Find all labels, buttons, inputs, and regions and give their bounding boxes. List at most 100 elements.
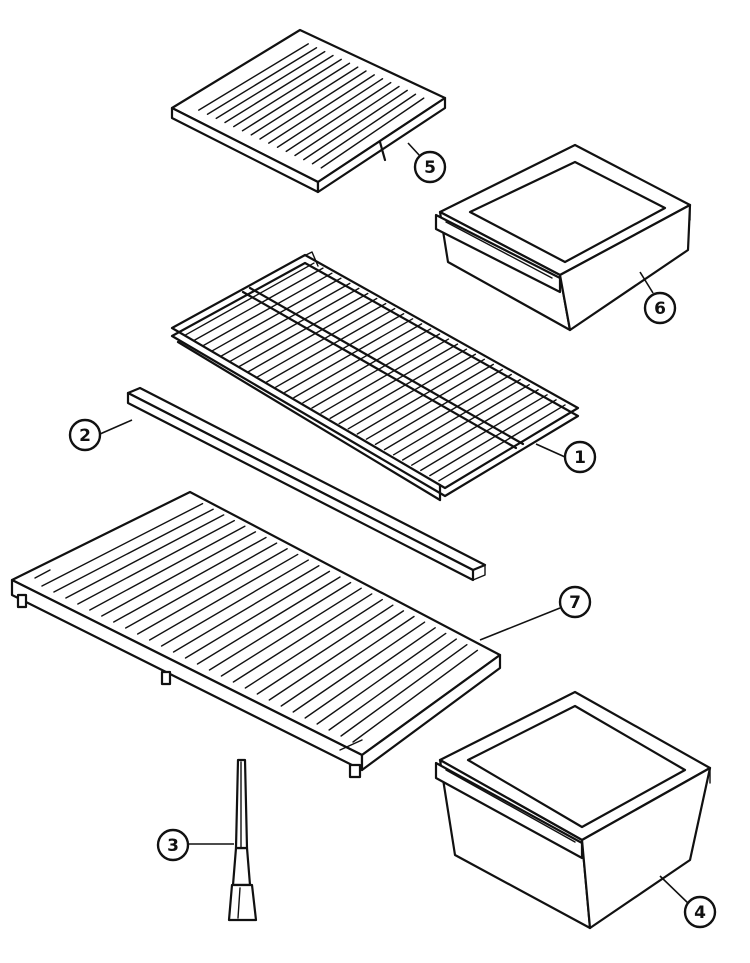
upper-shelf-rib [198, 43, 309, 111]
wire-shelf-rod [383, 373, 512, 451]
callout-6: 6 [643, 291, 677, 325]
wire-shelf-rods [184, 262, 566, 482]
cover-shelf-rib [256, 604, 394, 695]
cover-shelf-rib [208, 581, 352, 671]
wire-shelf-rod [420, 394, 548, 472]
cover-shelf-rib [53, 508, 214, 593]
wire-shelf-rod [429, 399, 557, 477]
wire-shelf-rod [356, 358, 486, 435]
cover-shelf-ribs [41, 502, 479, 743]
upper-shelf-ribs [198, 43, 425, 169]
callout-5-label: 5 [424, 158, 436, 178]
cover-shelf-rib [41, 502, 204, 587]
upper-shelf-rib [224, 54, 334, 124]
wire-shelf-rod [374, 368, 503, 446]
wire-shelf-rod [193, 267, 324, 342]
part-upper-shelf [170, 28, 447, 194]
cover-shelf-rib [136, 548, 288, 635]
callout-2-label: 2 [79, 426, 91, 446]
wire-shelf-rod [365, 363, 494, 440]
leader-2 [99, 419, 133, 435]
wire-shelf-rod [256, 302, 387, 378]
wire-shelf-rod [293, 323, 423, 399]
wire-shelf-rod [329, 343, 459, 420]
cover-shelf-rib [220, 587, 362, 677]
callout-4: 4 [683, 895, 717, 929]
leader-6 [639, 271, 654, 294]
cover-shelf-rib [292, 621, 426, 713]
upper-shelf-rib [206, 47, 318, 115]
wire-shelf-rod [247, 297, 378, 373]
callout-1: 1 [563, 440, 597, 474]
cover-shelf-rib [101, 531, 257, 617]
callout-5: 5 [413, 150, 447, 184]
upper-shelf-rib [285, 81, 392, 153]
callout-1-label: 1 [574, 448, 586, 468]
upper-shelf-rib [259, 70, 367, 140]
wire-shelf-rod [347, 353, 477, 430]
upper-shelf-rib [276, 78, 384, 148]
wire-shelf-rod [202, 272, 333, 347]
callout-7-label: 7 [569, 593, 581, 613]
cover-shelf-rib [328, 638, 457, 731]
callout-3: 3 [156, 828, 190, 862]
leader-4 [659, 875, 691, 906]
wire-shelf-rod [184, 262, 315, 336]
part-lower-crisper-drawer [434, 690, 712, 930]
part-upper-crisper-drawer [434, 143, 692, 332]
wire-shelf-rod [220, 282, 351, 357]
cover-shelf-rib [77, 519, 235, 605]
cover-shelf-rib [244, 598, 383, 689]
wire-shelf-rod [211, 277, 342, 352]
cover-shelf-rib [196, 576, 341, 665]
wire-shelf-rod [438, 404, 566, 482]
upper-shelf-rib [303, 89, 408, 161]
cover-shelf-rib [340, 644, 468, 737]
wire-shelf-rod [229, 287, 360, 362]
leader-lines [99, 142, 691, 906]
wire-shelf-rod [311, 333, 441, 409]
wire-shelf-rod [320, 338, 450, 414]
wire-shelf-rod [275, 313, 405, 388]
cover-shelf-rib [304, 627, 436, 719]
cover-shelf-rib [65, 514, 225, 599]
part-wire-shelf [170, 251, 580, 502]
part-shelf-rail [126, 386, 487, 582]
cover-shelf-rib [232, 593, 373, 683]
cover-shelf-rib [160, 559, 309, 647]
leader-7 [479, 607, 561, 641]
callout-2: 2 [68, 418, 102, 452]
cover-shelf-rib [184, 570, 331, 659]
wire-shelf-rod [238, 292, 369, 368]
cover-shelf-rib [280, 615, 415, 707]
wire-shelf-rod [392, 378, 521, 456]
upper-shelf-rib [311, 93, 417, 165]
part-crisper-cover-shelf [10, 490, 502, 779]
upper-shelf-rib [294, 85, 400, 157]
cover-shelf-rib [148, 553, 299, 641]
callout-4-label: 4 [694, 903, 706, 923]
cover-shelf-rib [113, 536, 267, 623]
leader-1 [535, 443, 566, 458]
wire-shelf-rod [265, 307, 396, 383]
upper-shelf-rib [250, 66, 359, 136]
upper-shelf-rib [215, 50, 326, 120]
wire-shelf-rod [302, 328, 432, 404]
upper-shelf-rib [268, 74, 375, 144]
callout-3-label: 3 [167, 836, 179, 856]
wire-shelf-rod [284, 318, 414, 394]
upper-shelf-rib [233, 58, 342, 128]
wire-shelf-rod [338, 348, 468, 425]
cover-shelf-rib [172, 565, 320, 653]
wire-shelf-rod [411, 389, 539, 466]
upper-shelf-rib [241, 62, 351, 132]
upper-shelf-rib [320, 97, 425, 169]
callout-6-label: 6 [654, 299, 666, 319]
part-shelf-support-post [227, 758, 258, 922]
cover-shelf-rib [125, 542, 278, 629]
cover-shelf-rib [316, 632, 447, 725]
leader-5 [407, 142, 421, 157]
callout-7: 7 [558, 585, 592, 619]
cover-shelf-rib [268, 610, 405, 701]
